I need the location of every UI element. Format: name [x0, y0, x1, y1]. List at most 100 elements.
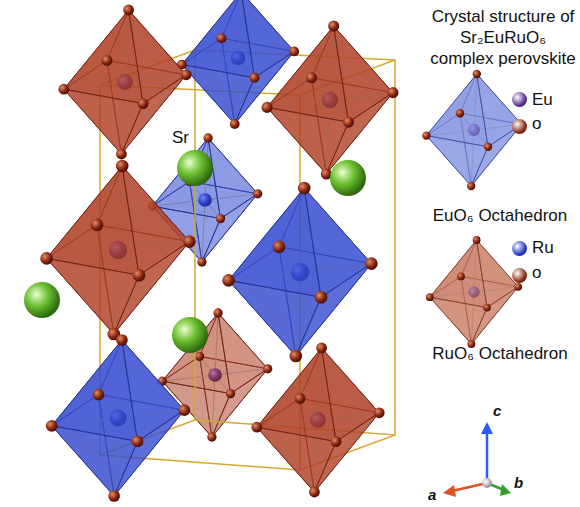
oxygen-atom	[251, 422, 262, 433]
oxygen-atom	[93, 389, 105, 401]
oxygen-atom	[58, 84, 69, 95]
oxygen-atom	[217, 33, 227, 43]
oxygen-atom	[473, 236, 481, 244]
octahedron-face	[212, 369, 268, 437]
oxygen-atom	[426, 293, 434, 301]
oxygen-atom	[316, 343, 327, 354]
atom-label: Sr	[172, 128, 189, 148]
octahedron	[251, 343, 384, 498]
octahedron-face	[241, 0, 294, 78]
octahedron	[222, 182, 377, 363]
oxygen-atom	[309, 487, 320, 498]
oxygen-atom	[138, 98, 149, 109]
oxygen-atom	[315, 291, 328, 304]
oxygen-atom	[263, 364, 272, 373]
legend-swatch	[512, 268, 527, 283]
axis-triad	[443, 422, 511, 497]
octahedron-face	[477, 74, 522, 147]
oxygen-atom	[290, 350, 303, 363]
oxygen-atom	[116, 160, 129, 173]
octahedron-face	[64, 89, 143, 154]
oxygen-atom	[298, 182, 311, 195]
oxygen-atom	[473, 70, 481, 78]
octahedron	[426, 236, 522, 348]
octahedron-face	[471, 287, 518, 344]
legend-text: Eu	[532, 90, 553, 110]
oxygen-atom	[262, 102, 273, 113]
oxygen-atom	[195, 352, 204, 361]
octahedron	[46, 334, 190, 502]
octahedron-face	[182, 0, 255, 78]
octahedron-face	[52, 426, 138, 496]
oxygen-atom	[331, 436, 342, 447]
octahedron-face	[182, 65, 255, 124]
oxygen-atom	[46, 420, 58, 432]
oxygen-atom	[40, 252, 53, 265]
octahedron-face	[471, 124, 521, 186]
legend-swatch	[512, 119, 527, 134]
octahedron-face	[257, 427, 336, 492]
legend-text: o	[532, 114, 541, 134]
octahedron-face	[229, 280, 321, 356]
oxygen-atom	[273, 241, 286, 254]
octahedron-face	[296, 264, 372, 356]
oxygen-atom	[483, 304, 491, 312]
oxygen-atom	[222, 274, 235, 287]
oxygen-atom	[514, 283, 522, 291]
axis-label: c	[493, 402, 501, 419]
octahedron-face	[267, 107, 348, 174]
oxygen-atom	[108, 490, 120, 502]
oxygen-atom	[456, 109, 464, 117]
oxygen-atom	[133, 269, 146, 282]
oxygen-atom	[183, 235, 196, 248]
oxygen-atom	[230, 119, 240, 129]
oxygen-atom	[484, 143, 492, 151]
octahedron-face	[430, 297, 487, 344]
octahedron-face	[122, 340, 184, 441]
octahedron	[40, 160, 195, 341]
sr-atom	[330, 160, 366, 196]
oxygen-atom	[203, 133, 212, 142]
oxygen-atom	[216, 214, 225, 223]
sr-atom	[172, 317, 208, 353]
oxygen-atom	[116, 149, 127, 160]
octahedron-face	[122, 166, 189, 275]
octahedron-face	[114, 242, 190, 334]
oxygen-atom	[207, 432, 216, 441]
oxygen-atom	[123, 5, 134, 16]
legend-text: o	[532, 263, 541, 283]
oxygen-atom	[374, 407, 385, 418]
octahedron-face	[426, 136, 488, 186]
oxygen-atom	[132, 436, 144, 448]
oxygen-atom	[306, 72, 317, 83]
oxygen-atom	[387, 87, 398, 98]
octahedron-face	[326, 93, 393, 174]
octahedron-face	[202, 194, 258, 262]
legend-text: EuO₆ Octahedron	[433, 206, 567, 226]
oxygen-atom	[102, 55, 113, 66]
octahedron-face	[114, 410, 184, 496]
octahedron-face	[129, 10, 187, 104]
legend-text: Ru	[532, 238, 554, 258]
oxygen-atom	[295, 393, 306, 404]
oxygen-atom	[178, 404, 190, 416]
octahedron	[262, 20, 399, 179]
octahedron	[58, 5, 191, 160]
legend-swatch	[512, 92, 527, 107]
oxygen-atom	[181, 69, 192, 80]
octahedron-face	[304, 188, 371, 297]
oxygen-atom	[197, 257, 206, 266]
octahedron-face	[218, 313, 268, 394]
oxygen-atom	[253, 189, 262, 198]
legend-swatch	[512, 241, 527, 256]
oxygen-atom	[365, 257, 378, 270]
legend-text: RuO₆ Octahedron	[432, 344, 567, 364]
octahedron	[422, 70, 526, 190]
octahedron-face	[322, 348, 380, 442]
oxygen-atom	[226, 389, 235, 398]
oxygen-atom	[213, 308, 222, 317]
oxygen-atom	[116, 334, 128, 346]
oxygen-atom	[289, 46, 299, 56]
oxygen-atom	[467, 182, 475, 190]
